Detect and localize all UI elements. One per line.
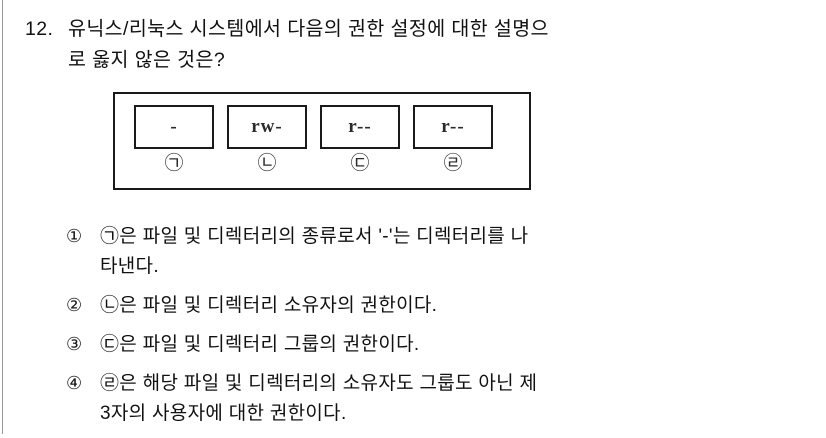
permission-cell: r-- ㉣ (413, 105, 493, 174)
permission-value-box: r-- (413, 105, 493, 149)
answer-option-1[interactable]: ① ㉠은 파일 및 디렉터리의 종류로서 '-'는 디렉터리를 나 타낸다. (66, 222, 811, 282)
question-first-line: 12. 유닉스/리눅스 시스템에서 다음의 권한 설정에 대한 설명으 (25, 14, 725, 45)
question-text-line-1: 유닉스/리눅스 시스템에서 다음의 권한 설정에 대한 설명으 (68, 18, 549, 40)
option-marker: ② (66, 295, 83, 316)
option-marker: ④ (66, 373, 83, 394)
question-stem: 12. 유닉스/리눅스 시스템에서 다음의 권한 설정에 대한 설명으 로 옳지 … (25, 14, 725, 76)
answer-option-4[interactable]: ④ ㉣은 해당 파일 및 디렉터리의 소유자도 그룹도 아닌 제 3자의 사용자… (66, 369, 811, 429)
option-marker: ① (66, 226, 83, 247)
answer-options-list: ① ㉠은 파일 및 디렉터리의 종류로서 '-'는 디렉터리를 나 타낸다. ②… (66, 222, 811, 438)
option-text-line: ㉣은 해당 파일 및 디렉터리의 소유자도 그룹도 아닌 제 (100, 373, 538, 394)
page-edge-line (2, 0, 3, 434)
permission-cell: rw- ㉡ (227, 105, 307, 174)
permission-cell: r-- ㉢ (320, 105, 400, 174)
option-text-line: 3자의 사용자에 대한 권한이다. (100, 403, 347, 424)
answer-option-3[interactable]: ③ ㉢은 파일 및 디렉터리 그룹의 권한이다. (66, 330, 811, 360)
option-text-line: ㉡은 파일 및 디렉터리 소유자의 권한이다. (100, 295, 438, 316)
permission-label-marker: ㉡ (257, 152, 277, 174)
permission-value-box: rw- (227, 105, 307, 149)
question-number: 12. (25, 18, 54, 40)
permission-cell: - ㉠ (134, 105, 214, 174)
permission-value-box: - (134, 105, 214, 149)
permission-label-marker: ㉢ (350, 152, 370, 174)
question-text-line-2: 로 옳지 않은 것은? (68, 49, 226, 71)
permission-label-marker: ㉣ (443, 152, 463, 174)
option-text-line: 타낸다. (100, 256, 159, 277)
answer-option-2[interactable]: ② ㉡은 파일 및 디렉터리 소유자의 권한이다. (66, 291, 811, 321)
permission-cell-row: - ㉠ rw- ㉡ r-- ㉢ r-- ㉣ (134, 105, 493, 174)
option-marker: ③ (66, 334, 83, 355)
option-text-line: ㉠은 파일 및 디렉터리의 종류로서 '-'는 디렉터리를 나 (100, 226, 529, 247)
permission-value-box: r-- (320, 105, 400, 149)
permission-bits-diagram: - ㉠ rw- ㉡ r-- ㉢ r-- ㉣ (113, 92, 531, 190)
option-text-line: ㉢은 파일 및 디렉터리 그룹의 권한이다. (100, 334, 420, 355)
permission-label-marker: ㉠ (164, 152, 184, 174)
